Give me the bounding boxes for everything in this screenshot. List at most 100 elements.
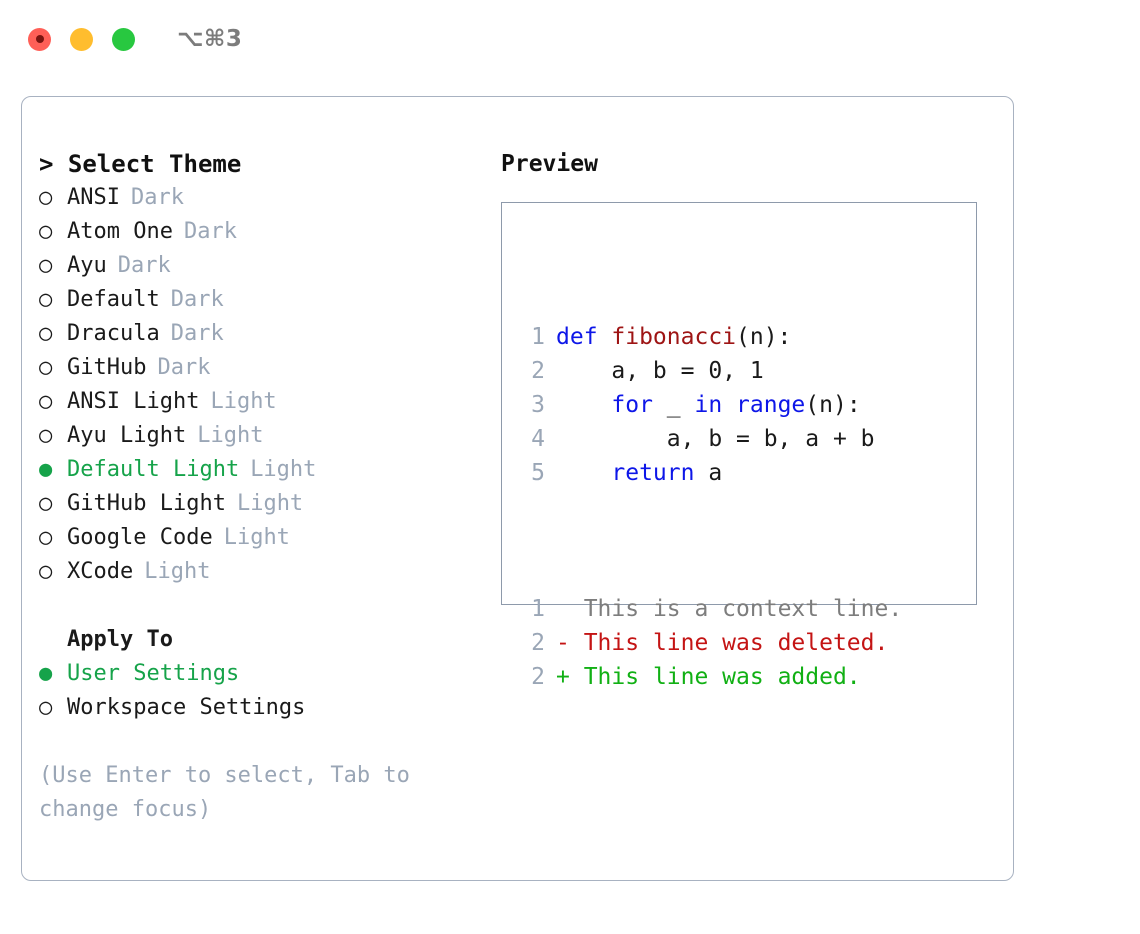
- code-line: 4 a, b = b, a + b: [515, 422, 902, 456]
- diff-text: This line was deleted.: [569, 630, 889, 656]
- theme-option-variant-tag: Light: [236, 491, 304, 516]
- theme-option[interactable]: ○ ANSI Dark: [39, 181, 489, 215]
- diff-sample: 1 This is a context line.2- This line wa…: [515, 592, 902, 694]
- diff-line-content: - This line was deleted.: [545, 626, 888, 660]
- code-token: a: [694, 460, 723, 486]
- apply-to-option[interactable]: ● User Settings: [39, 657, 489, 691]
- radio-unselected-icon[interactable]: ○: [39, 253, 53, 278]
- code-token: [722, 392, 736, 418]
- theme-option-variant-tag: Light: [197, 423, 264, 448]
- theme-option-variant-tag: Dark: [170, 287, 224, 312]
- theme-option[interactable]: ○ Atom One Dark: [39, 215, 489, 249]
- radio-unselected-icon[interactable]: ○: [39, 185, 53, 210]
- theme-option[interactable]: ○ Ayu Dark: [39, 249, 489, 283]
- code-token: [556, 392, 611, 418]
- code-token: (n):: [736, 324, 792, 350]
- theme-option-variant-tag: Dark: [130, 185, 184, 210]
- theme-option-label: Dracula: [67, 321, 160, 346]
- code-line-content: return a: [545, 456, 722, 490]
- code-line-content: a, b = b, a + b: [545, 422, 875, 456]
- theme-option-label: Default: [67, 287, 160, 312]
- theme-option-label: Default Light: [67, 457, 240, 482]
- maximize-button[interactable]: [112, 27, 135, 51]
- code-token: a, b = 0, 1: [556, 358, 764, 384]
- radio-selected-icon[interactable]: ●: [39, 661, 53, 686]
- code-line: 2 a, b = 0, 1: [515, 354, 902, 388]
- diff-line-content: This is a context line.: [545, 592, 903, 626]
- diff-marker: +: [556, 664, 570, 690]
- code-token: (n):: [805, 392, 861, 418]
- code-line-content: a, b = 0, 1: [545, 354, 764, 388]
- radio-unselected-icon[interactable]: ○: [39, 559, 53, 584]
- theme-option[interactable]: ○ ANSI Light Light: [39, 385, 489, 419]
- radio-unselected-icon[interactable]: ○: [39, 321, 53, 346]
- diff-marker: [556, 596, 570, 622]
- theme-option-label: Ayu: [67, 253, 107, 278]
- apply-to-list: ● User Settings ○ Workspace Settings: [39, 657, 489, 725]
- code-line-number: 5: [531, 460, 545, 486]
- code-line-number: 2: [531, 358, 545, 384]
- radio-unselected-icon[interactable]: ○: [39, 389, 53, 414]
- theme-option-variant-tag: Dark: [117, 253, 171, 278]
- code-token: range: [736, 392, 806, 418]
- radio-unselected-icon[interactable]: ○: [39, 695, 53, 720]
- radio-unselected-icon[interactable]: ○: [39, 525, 53, 550]
- theme-option-variant-tag: Light: [250, 457, 317, 482]
- radio-unselected-icon[interactable]: ○: [39, 491, 53, 516]
- code-line-content: for _ in range(n):: [545, 388, 861, 422]
- theme-option-label: XCode: [67, 559, 134, 584]
- radio-unselected-icon[interactable]: ○: [39, 355, 53, 380]
- theme-option-label: ANSI Light: [67, 389, 200, 414]
- apply-to-option-label: Workspace Settings: [67, 695, 306, 720]
- code-token: a, b = b, a + b: [556, 426, 875, 452]
- radio-unselected-icon[interactable]: ○: [39, 219, 53, 244]
- code-token: fibonacci: [611, 324, 737, 350]
- diff-text: This line was added.: [569, 664, 861, 690]
- theme-option-variant-tag: Light: [144, 559, 211, 584]
- code-line-number: 4: [531, 426, 545, 452]
- keyboard-shortcut-label: ⌥⌘3: [177, 26, 243, 52]
- theme-option[interactable]: ○ Default Dark: [39, 283, 489, 317]
- code-line-content: def fibonacci(n):: [545, 320, 791, 354]
- window-controls: [28, 27, 135, 51]
- code-token: for: [611, 392, 653, 418]
- minimize-button[interactable]: [70, 27, 93, 51]
- code-line-number: 1: [531, 324, 545, 350]
- radio-selected-icon[interactable]: ●: [39, 457, 53, 482]
- preview-title: Preview: [501, 151, 598, 177]
- radio-unselected-icon[interactable]: ○: [39, 423, 53, 448]
- code-token: [556, 460, 611, 486]
- close-button[interactable]: [28, 27, 51, 51]
- apply-to-option[interactable]: ○ Workspace Settings: [39, 691, 489, 725]
- list-spacer: [39, 589, 489, 623]
- diff-line-number: 1: [531, 596, 545, 622]
- code-token: _: [652, 392, 695, 418]
- code-line: 5 return a: [515, 456, 902, 490]
- theme-option-label: ANSI: [67, 185, 120, 210]
- code-line-number: 3: [531, 392, 545, 418]
- theme-option-variant-tag: Dark: [183, 219, 237, 244]
- theme-option[interactable]: ● Default Light Light: [39, 453, 489, 487]
- select-theme-header: > Select Theme: [39, 150, 242, 178]
- apply-to-option-label: User Settings: [67, 661, 240, 686]
- diff-line-content: + This line was added.: [545, 660, 861, 694]
- theme-option-variant-tag: Dark: [157, 355, 211, 380]
- theme-option-label: Atom One: [67, 219, 173, 244]
- title-bar: ⌥⌘3: [0, 0, 1140, 78]
- theme-option[interactable]: ○ XCode Light: [39, 555, 489, 589]
- theme-option-variant-tag: Light: [210, 389, 277, 414]
- radio-unselected-icon[interactable]: ○: [39, 287, 53, 312]
- code-token: in: [694, 392, 723, 418]
- diff-line-number: 2: [531, 630, 545, 656]
